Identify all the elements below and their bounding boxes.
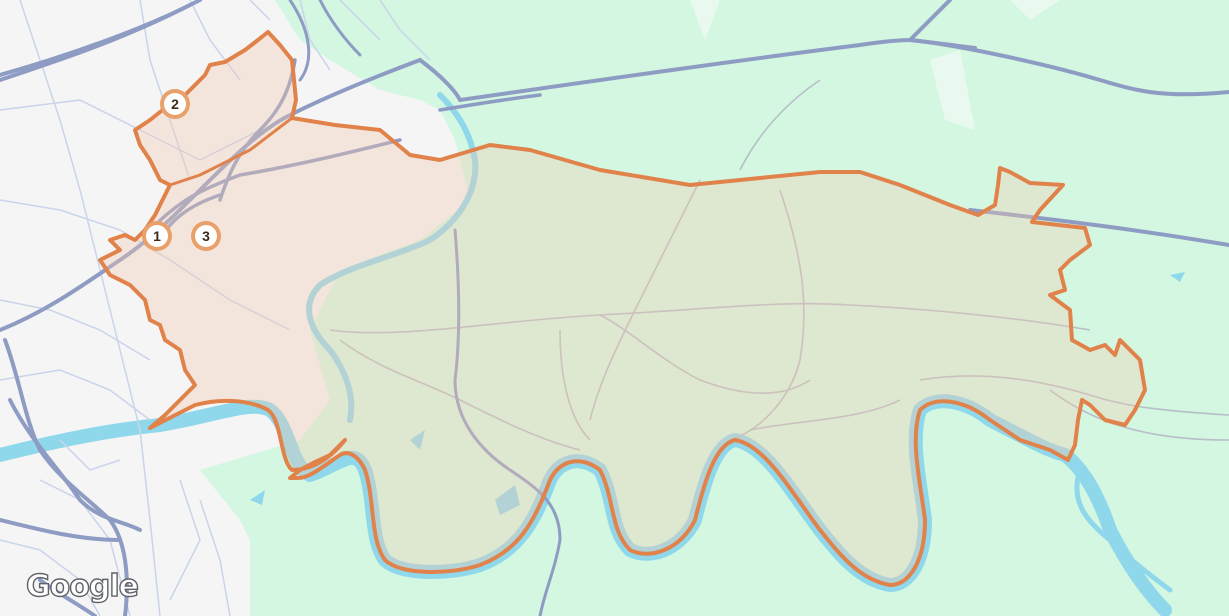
park-roads [329, 79, 1229, 451]
boundary-inner-line [169, 116, 293, 187]
water-patches [250, 272, 1185, 515]
marker-label: 2 [164, 93, 186, 115]
map-marker-2[interactable]: 2 [160, 89, 190, 119]
google-logo: Google [25, 569, 139, 604]
marker-label: 1 [146, 225, 168, 247]
map-marker-1[interactable]: 1 [142, 221, 172, 251]
minor-roads [0, 0, 431, 616]
park-patches [690, 0, 1060, 130]
marker-label: 3 [195, 225, 217, 247]
boundary-region [98, 30, 1147, 587]
map-marker-3[interactable]: 3 [191, 221, 221, 251]
